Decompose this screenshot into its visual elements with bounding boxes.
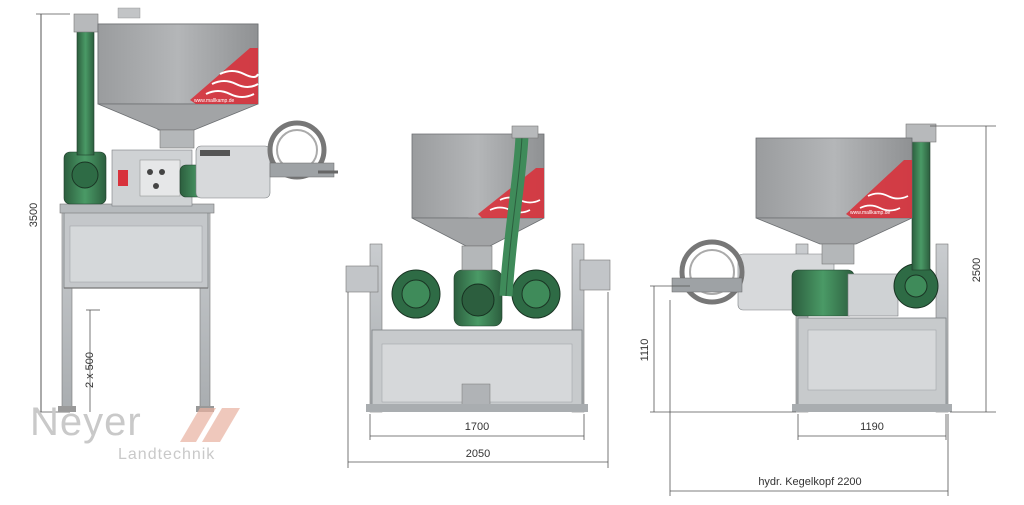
dim-right-lower: 1110 [639, 339, 651, 362]
hopper-label-left: www.mallkamp.de [194, 98, 235, 104]
dim-left-height: 3500 [28, 203, 40, 227]
right-view: www.mallkamp.de 2500 1110 1190 hydr. Keg… [639, 123, 996, 496]
dim-right-inner: 1190 [860, 421, 884, 433]
hopper-label-right: www.mallkamp.de [850, 210, 891, 216]
center-view: 1700 2050 [345, 125, 611, 468]
logo-brand: Neyer [30, 400, 142, 444]
neyer-logo: Neyer Landtechnik [30, 400, 240, 470]
dim-right-outer: hydr. Kegelkopf 2200 [758, 476, 861, 488]
dim-center-inner: 1700 [465, 421, 489, 433]
left-view: 3500 2 x 500 [28, 7, 338, 413]
dim-right-total: 2500 [971, 258, 983, 282]
logo-subtitle: Landtechnik [118, 446, 216, 463]
dim-center-outer: 2050 [466, 448, 490, 460]
dim-left-leg: 2 x 500 [84, 352, 96, 388]
logo-slash-mark [180, 408, 240, 442]
